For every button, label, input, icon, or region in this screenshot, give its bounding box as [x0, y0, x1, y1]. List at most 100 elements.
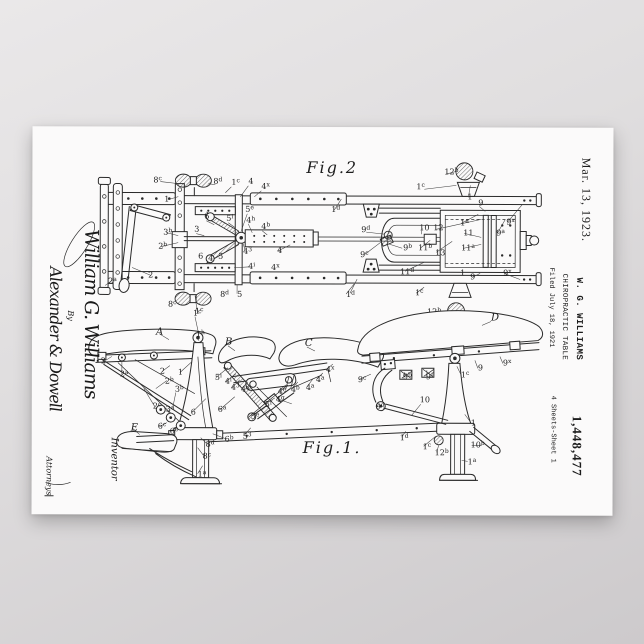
part-label: 9	[470, 272, 475, 281]
part-label: 11a	[461, 243, 475, 253]
part-label: 9d	[376, 402, 385, 412]
part-label: 4g	[276, 394, 285, 404]
part-label: 1	[178, 368, 183, 377]
part-label: 1c	[193, 308, 202, 318]
part-label: 1c	[461, 370, 470, 380]
part-label: 9	[478, 198, 483, 207]
part-label: 2	[148, 271, 153, 280]
part-label: 8d	[206, 439, 215, 449]
part-label: 1	[467, 192, 472, 201]
part-label: 1h	[196, 329, 205, 339]
part-label: A	[155, 327, 163, 338]
part-label: 3b	[163, 227, 172, 237]
fig1-drawing: 1cA1hBCD22a212b5i4i434a3b2c3a4e4b4a4a4x5…	[88, 308, 544, 485]
part-label: 9b	[403, 372, 412, 382]
part-label: 6	[198, 252, 203, 261]
part-label: 9b	[403, 243, 412, 253]
part-label: 5e	[245, 204, 254, 214]
inventor-signature: William G. Williams	[79, 228, 103, 400]
patent-title: CHIROPRACTIC TABLE	[559, 273, 569, 361]
part-label: 9x	[506, 217, 515, 227]
part-label: 4	[277, 246, 282, 255]
part-label: 9d	[361, 225, 370, 235]
attorney-signature: Alexander & Dowell	[45, 265, 66, 412]
part-label: 4i	[225, 376, 232, 386]
part-label: 2a	[120, 369, 129, 379]
part-label: 8c	[203, 451, 212, 461]
part-label: 4x	[326, 365, 335, 375]
part-label: 12b	[444, 167, 458, 177]
part-label: 4a	[316, 374, 325, 384]
part-label: 10	[420, 395, 430, 404]
part-label: 1c	[415, 288, 424, 298]
fig2-drawing: 8c8d1c44x15e4h5i63b34b2b4346452a24i4x8d5…	[97, 162, 542, 325]
inventor-name: W. G. WILLIAMS	[573, 277, 585, 361]
part-label: 6e	[170, 426, 179, 436]
part-label: 6c	[158, 421, 167, 431]
part-label: 12	[433, 223, 443, 232]
part-label: 1c	[423, 442, 432, 452]
part-label: 3	[194, 225, 199, 234]
patent-number: 1,448,477	[569, 415, 585, 477]
part-label: 1c	[195, 306, 204, 316]
part-label: 4	[208, 254, 213, 263]
part-label: 1	[471, 418, 476, 427]
part-label: 9c	[358, 375, 367, 385]
inventor-word: Inventor	[108, 437, 120, 481]
fig1-caption: Fig.1.	[302, 437, 362, 458]
part-label: 6	[191, 408, 196, 417]
part-label: 9x	[503, 358, 512, 368]
part-label: 1d	[331, 205, 340, 215]
sheet-info: 4 Sheets-Sheet 1	[548, 395, 557, 463]
part-label: 10b	[471, 440, 485, 450]
filed-date: Filed July 18, 1921	[546, 267, 556, 348]
part-label: 6b	[225, 434, 234, 444]
patent-sheet-svg: 8c8d1c44x15e4h5i63b34b2b4346452a24i4x8d5…	[45, 162, 544, 485]
part-label: 4i	[248, 261, 255, 271]
part-label: 11d	[400, 267, 414, 277]
part-label: 4e	[278, 386, 287, 396]
part-label: 1c	[231, 177, 240, 187]
part-label: D	[490, 312, 499, 323]
part-label: 5e	[251, 411, 260, 421]
part-label: 9c	[360, 250, 369, 260]
part-label: 4b	[261, 221, 270, 231]
part-label: 2c	[153, 401, 162, 411]
part-label: 53	[243, 431, 252, 441]
part-label: 1a	[198, 469, 207, 479]
part-label: 8c	[168, 299, 177, 309]
part-label: 5	[237, 290, 242, 299]
part-label: 9f	[426, 372, 434, 382]
part-label: 43	[243, 246, 252, 256]
part-label: 2a	[108, 276, 117, 286]
part-label: 4x	[271, 262, 280, 272]
part-label: 13	[435, 248, 445, 257]
part-label: 4a	[241, 384, 250, 394]
part-label: 11	[463, 228, 473, 237]
attorneys-label: Attorneys	[44, 456, 54, 497]
part-label: 6a	[218, 404, 227, 414]
part-label: 2	[160, 367, 165, 376]
part-label: 2b	[158, 241, 167, 251]
part-label: 4h	[246, 215, 255, 225]
signature-swash	[45, 221, 95, 485]
part-label: E	[130, 422, 139, 433]
part-label: 9	[478, 363, 483, 372]
part-label: B	[224, 337, 232, 348]
part-label: C	[305, 338, 313, 349]
part-label: 1	[460, 268, 465, 277]
part-label: 8d	[220, 289, 229, 299]
patent-date: Mar. 13, 1923.	[579, 157, 594, 243]
fig2-caption: Fig.2	[306, 157, 359, 178]
part-label: 11b	[418, 243, 432, 253]
part-label: 1a	[468, 457, 477, 467]
part-label: 1d	[346, 290, 355, 300]
part-label: 3a	[166, 404, 175, 414]
part-label: 5i	[226, 213, 233, 223]
part-label: 1c	[416, 182, 425, 192]
part-label: 10	[419, 223, 429, 232]
part-label: 5	[218, 252, 223, 261]
part-label: 9x	[503, 268, 512, 278]
